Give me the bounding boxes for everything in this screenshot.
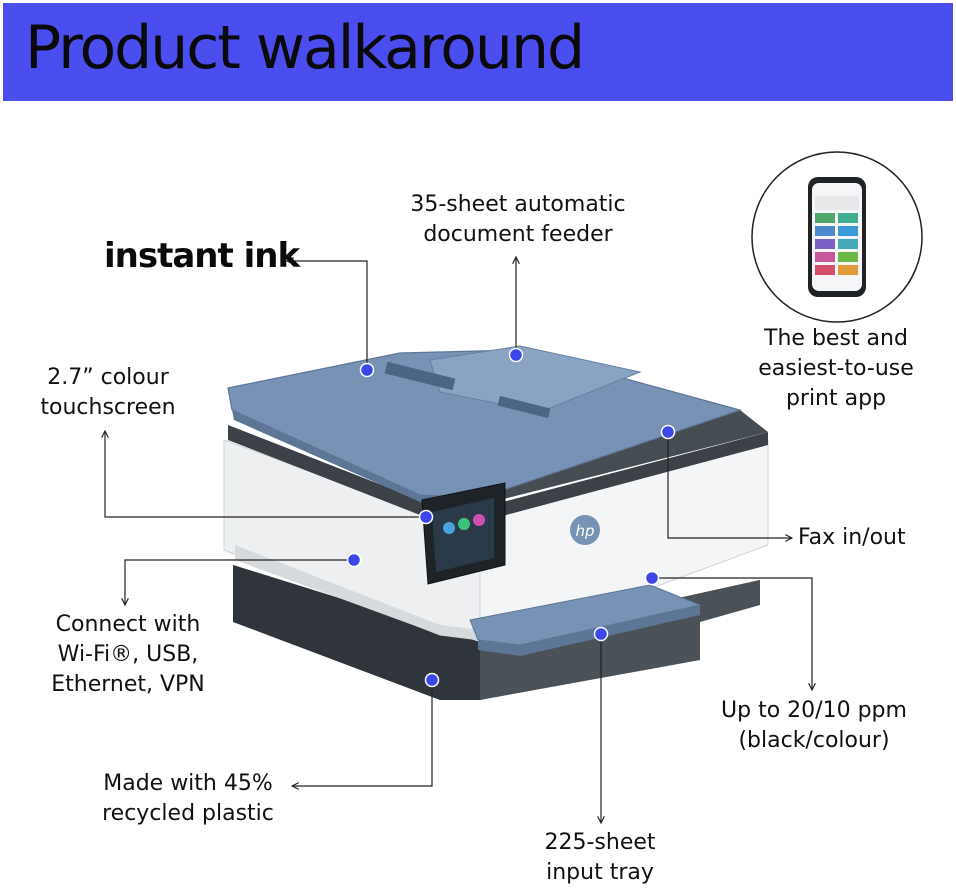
label-connectivity: Connect with Wi-Fi®, USB, Ethernet, VPN (51, 612, 205, 697)
touchscreen-display (421, 482, 506, 585)
page-title: Product walkaround (25, 13, 585, 83)
line-touchscreen (105, 431, 426, 518)
printer-body (223, 439, 769, 641)
line-recycled (292, 680, 433, 786)
header-banner: Product walkaround (3, 3, 953, 101)
dot-tray (593, 626, 609, 642)
dot-instant-ink (359, 362, 375, 378)
line-speed (652, 577, 812, 690)
callout-dots (346, 347, 676, 688)
line-fax (667, 432, 792, 538)
output-tray (469, 584, 702, 656)
dot-fax (660, 424, 676, 440)
dot-recycled (424, 672, 440, 688)
line-instant-ink (287, 261, 368, 370)
dot-speed (644, 570, 660, 586)
label-recycled: Made with 45% recycled plastic (102, 771, 274, 826)
instant-ink-logo: instant ink (104, 236, 300, 276)
callout-lines (105, 257, 812, 823)
app-illustration (751, 151, 923, 323)
label-speed: Up to 20/10 ppm (black/colour) (721, 698, 907, 753)
dot-touchscreen (418, 509, 434, 525)
label-adf: 35-sheet automatic document feeder (410, 192, 626, 247)
dot-connectivity (346, 552, 362, 568)
label-tray: 225-sheet input tray (544, 830, 656, 885)
printer-lid (227, 345, 743, 505)
label-app: The best and easiest-to-use print app (758, 326, 914, 411)
hp-logo: hp (570, 515, 600, 545)
line-connectivity (125, 559, 354, 605)
svg-text:hp: hp (575, 522, 594, 540)
label-touchscreen: 2.7” colour touchscreen (40, 365, 176, 420)
dot-adf (508, 347, 524, 363)
app-tiles-icon (815, 213, 858, 275)
label-fax: Fax in/out (798, 525, 906, 550)
